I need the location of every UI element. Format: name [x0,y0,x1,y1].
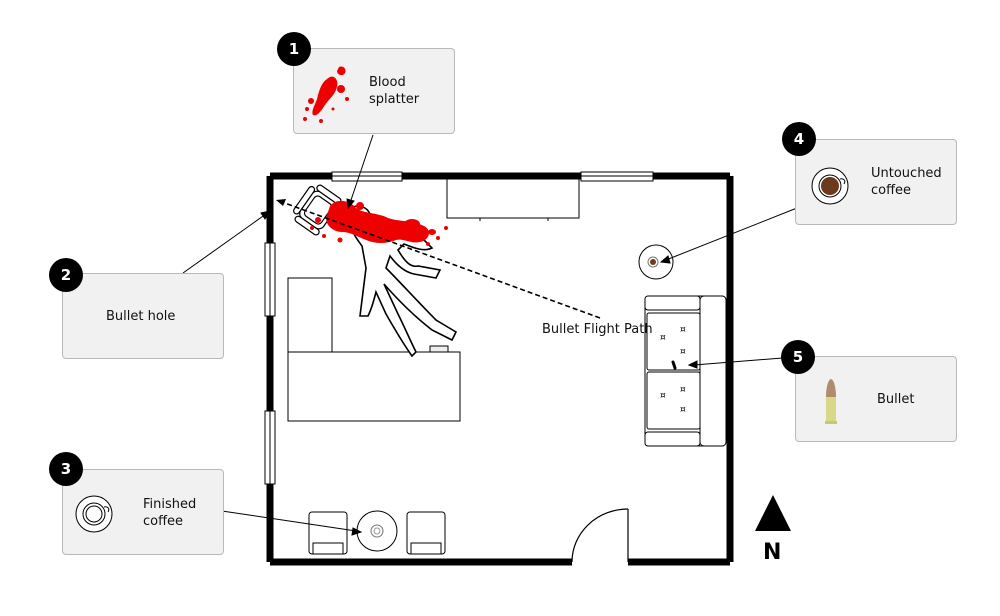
door [571,508,629,563]
coffee-table-with-cup [356,510,398,552]
evidence-badge-2: 2 [49,258,83,292]
bullet-on-sofa [671,360,677,370]
callout-label-untouched-coffee: Untouched coffee [871,166,942,198]
leader-lines [182,134,798,536]
cabinet [446,178,580,221]
evidence-badge-1: 1 [277,32,311,66]
bullet-path-arrowhead [276,199,286,206]
laptop [429,345,449,353]
callout-label-bullet-hole: Bullet hole [106,309,176,324]
callout-bullet-hole: Bullet hole [62,273,224,359]
svg-text:¤: ¤ [680,385,686,395]
desk [287,277,461,422]
blood-pool [310,200,448,246]
blood-splatter-icon [303,66,349,123]
svg-text:¤: ¤ [680,405,686,415]
bullet-flight-path-label: Bullet Flight Path [542,322,653,337]
svg-text:¤: ¤ [660,391,666,401]
windows [264,171,654,485]
callout-blood-splatter: Blood splatter [293,48,455,134]
callout-untouched-coffee: Untouched coffee [795,139,957,225]
bullet-flight-path-line [281,201,601,319]
sofa [644,295,727,447]
svg-text:¤: ¤ [660,333,666,343]
callout-label-finished-coffee: Finished coffee [143,497,197,529]
svg-text:¤: ¤ [680,325,686,335]
coffee-cup-full-icon [811,167,849,205]
evidence-badge-5: 5 [781,340,815,374]
north-label: N [763,540,782,565]
coffee-cup-empty-icon [75,495,113,533]
callout-label-bullet: Bullet [877,392,915,407]
svg-text:¤: ¤ [680,347,686,357]
evidence-badge-4: 4 [782,122,816,156]
bullet-icon [825,379,837,424]
north-arrow-icon [755,495,791,531]
evidence-badge-3: 3 [49,452,83,486]
armchairs [308,511,446,555]
callout-bullet: Bullet [795,356,957,442]
side-table-with-coffee [638,244,674,280]
callout-label-blood-splatter: Blood splatter [369,75,420,107]
sofa-cushion-buttons: ¤ ¤ ¤ ¤ ¤ ¤ [660,325,686,415]
callout-finished-coffee: Finished coffee [62,469,224,555]
